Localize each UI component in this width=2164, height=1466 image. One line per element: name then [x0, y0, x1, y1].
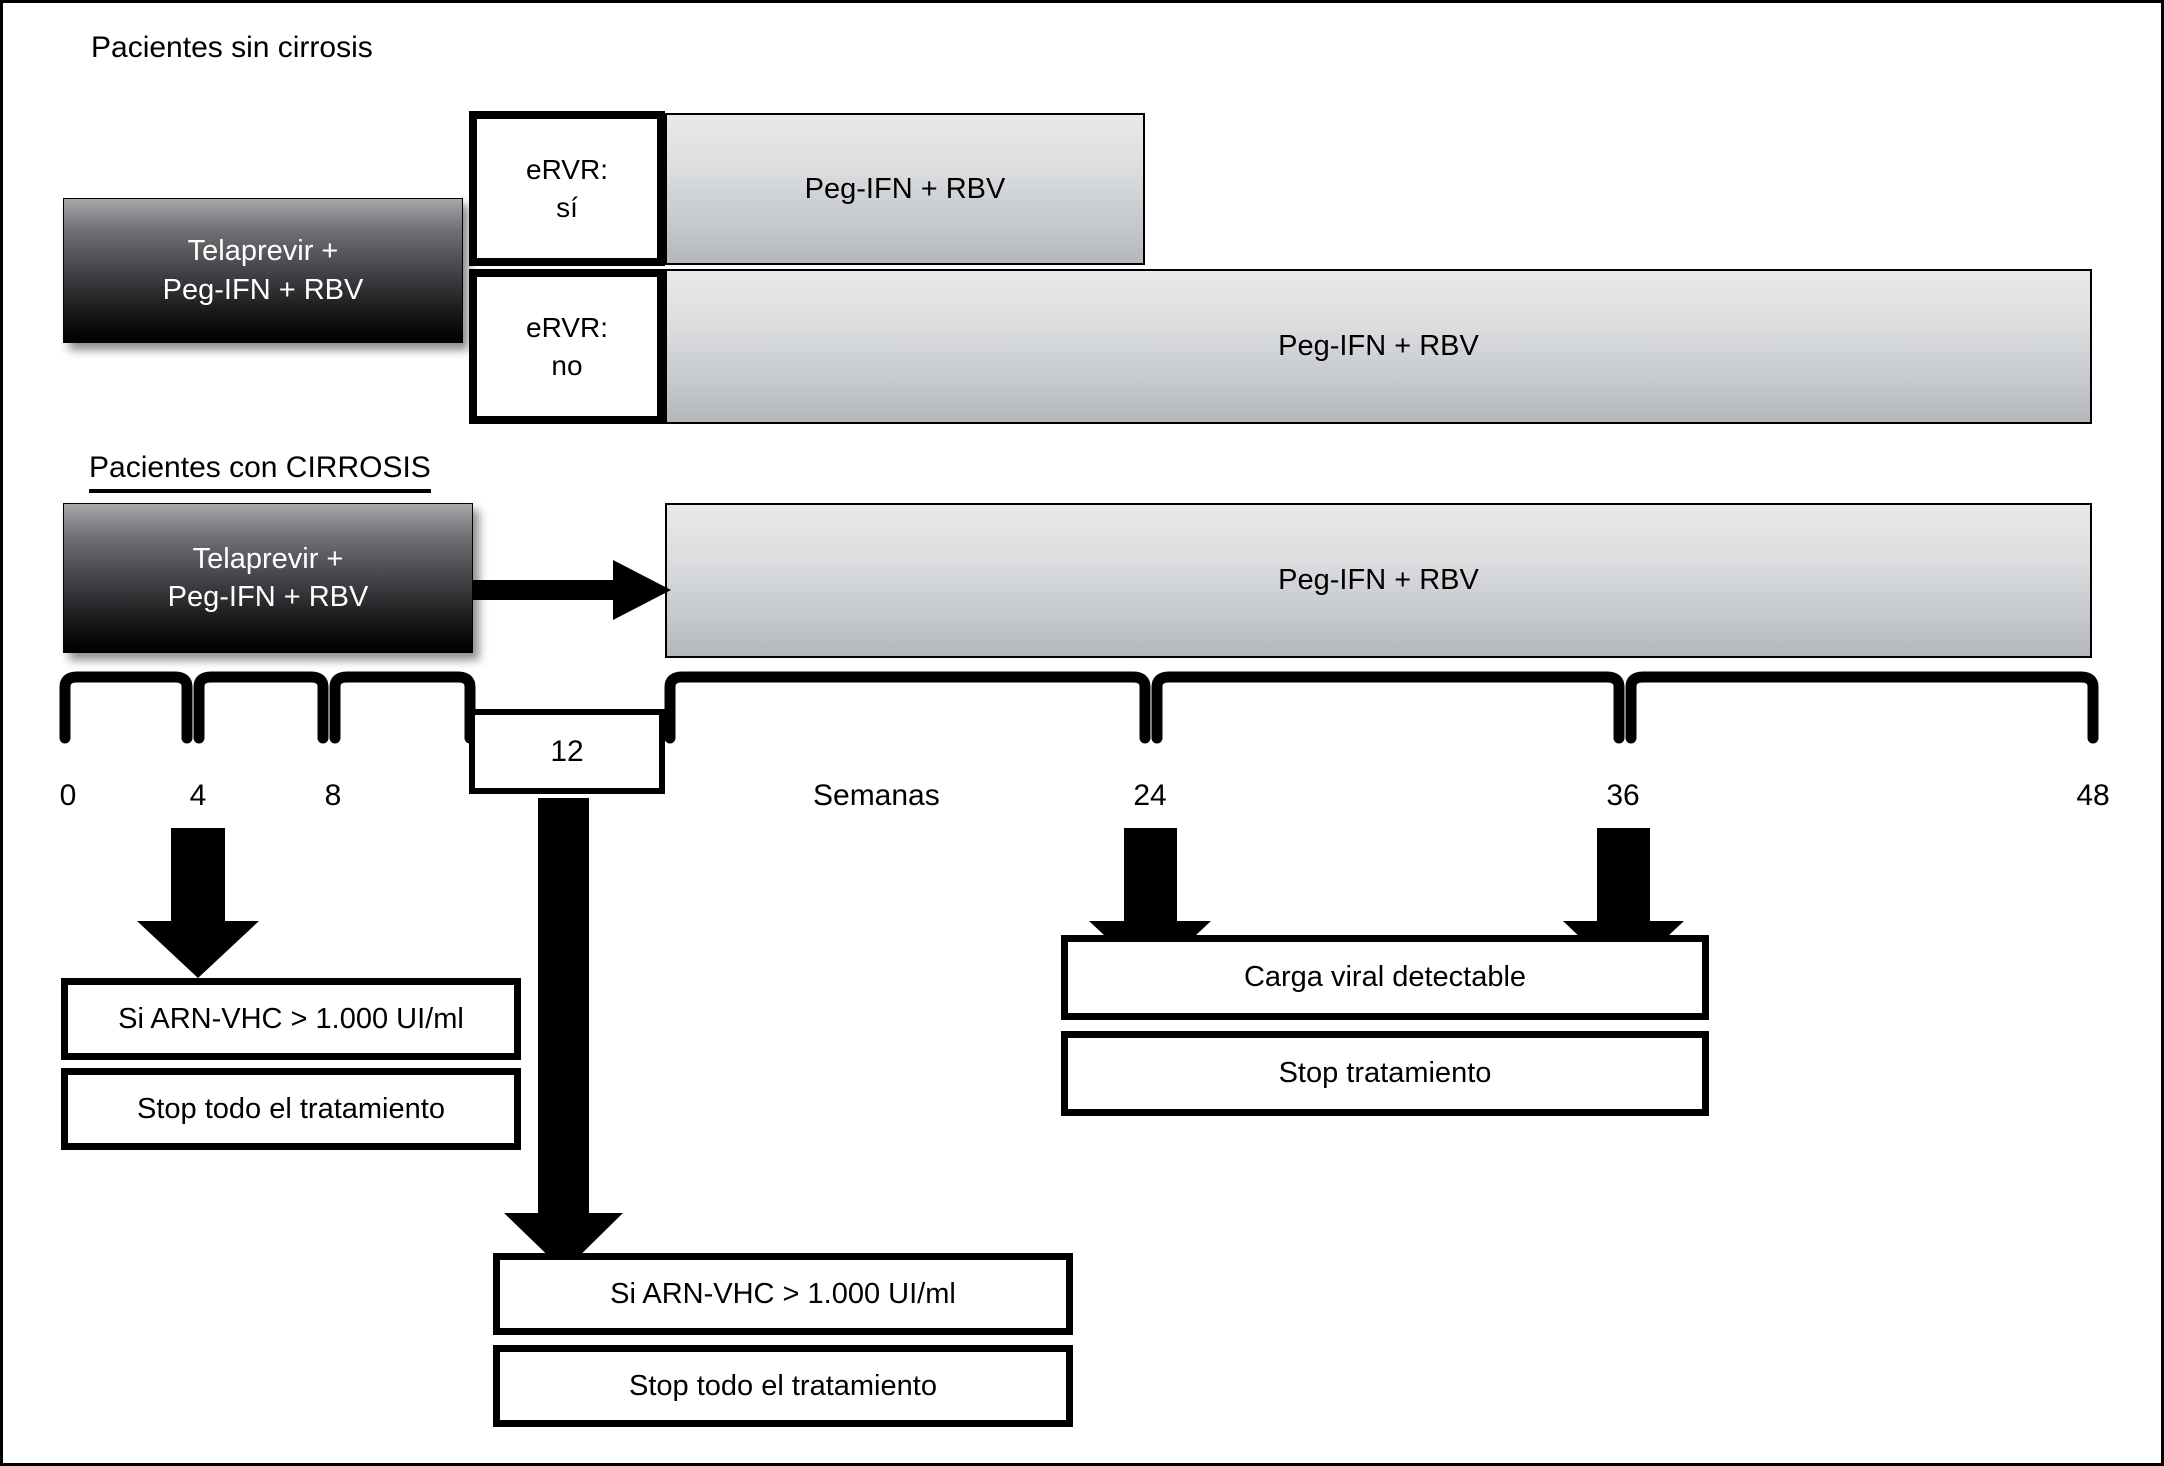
decision-box-ervr-yes: eRVR: sí: [469, 111, 665, 266]
ervr-yes-line-1: eRVR:: [526, 153, 608, 185]
section-heading-cirrhosis: Pacientes con CIRROSIS: [89, 451, 431, 493]
timeline-axis-label: Semanas: [813, 779, 940, 812]
ervr-no-line-2: no: [551, 349, 583, 381]
rule-box-week12-condition: Si ARN-VHC > 1.000 UI/ml: [493, 1253, 1073, 1335]
continuation-bar-ervr-yes-label: Peg-IFN + RBV: [804, 172, 1006, 205]
induction-line-1: Telaprevir +: [187, 235, 339, 268]
timeline-tick-box-12: 12: [469, 709, 665, 794]
arrow-week-12-down: [504, 798, 623, 1271]
ervr-yes-line-2: sí: [556, 191, 578, 223]
continuation-bar-cirrhosis-label: Peg-IFN + RBV: [1278, 564, 1479, 596]
timeline-label-8: 8: [324, 779, 342, 812]
rule-box-week12-action: Stop todo el tratamiento: [493, 1345, 1073, 1427]
timeline-label-0: 0: [59, 779, 77, 812]
rule-box-week2436-condition: Carga viral detectable: [1061, 935, 1709, 1020]
induction-bar-no-cirrhosis: Telaprevir + Peg-IFN + RBV: [63, 198, 463, 343]
timeline-label-4: 4: [189, 779, 207, 812]
induction-cirrhosis-line-2: Peg-IFN + RBV: [167, 581, 369, 613]
section-heading-no-cirrhosis: Pacientes sin cirrosis: [91, 31, 373, 64]
timeline-label-24: 24: [1133, 779, 1167, 812]
rule-box-week12-action-label: Stop todo el tratamiento: [629, 1369, 937, 1402]
continuation-bar-ervr-no-label: Peg-IFN + RBV: [1278, 330, 1479, 362]
decision-box-ervr-no: eRVR: no: [469, 269, 665, 424]
rule-box-week2436-action-label: Stop tratamiento: [1278, 1057, 1492, 1089]
continuation-bar-ervr-no: Peg-IFN + RBV: [665, 269, 2092, 424]
rule-box-week4-condition-label: Si ARN-VHC > 1.000 UI/ml: [118, 1002, 464, 1035]
timeline-brackets: [59, 671, 2099, 744]
rule-box-week4-action-label: Stop todo el tratamiento: [137, 1092, 445, 1125]
timeline-label-36: 36: [1606, 779, 1640, 812]
arrow-cirrhosis-to-continuation: [473, 560, 671, 620]
timeline-label-48: 48: [2076, 779, 2110, 812]
rule-box-week12-condition-label: Si ARN-VHC > 1.000 UI/ml: [610, 1277, 956, 1310]
timeline-tick-box-12-label: 12: [550, 734, 584, 768]
ervr-no-line-1: eRVR:: [526, 311, 608, 343]
rule-box-week4-condition: Si ARN-VHC > 1.000 UI/ml: [61, 978, 521, 1060]
rule-box-week2436-condition-label: Carga viral detectable: [1243, 961, 1527, 993]
rule-box-week2436-action: Stop tratamiento: [1061, 1031, 1709, 1116]
continuation-bar-cirrhosis: Peg-IFN + RBV: [665, 503, 2092, 658]
continuation-bar-ervr-yes: Peg-IFN + RBV: [665, 113, 1145, 265]
induction-cirrhosis-line-1: Telaprevir +: [192, 542, 344, 575]
induction-line-2: Peg-IFN + RBV: [162, 273, 364, 306]
induction-bar-cirrhosis: Telaprevir + Peg-IFN + RBV: [63, 503, 473, 653]
rule-box-week4-action: Stop todo el tratamiento: [61, 1068, 521, 1150]
arrow-week-4-down: [137, 828, 259, 978]
